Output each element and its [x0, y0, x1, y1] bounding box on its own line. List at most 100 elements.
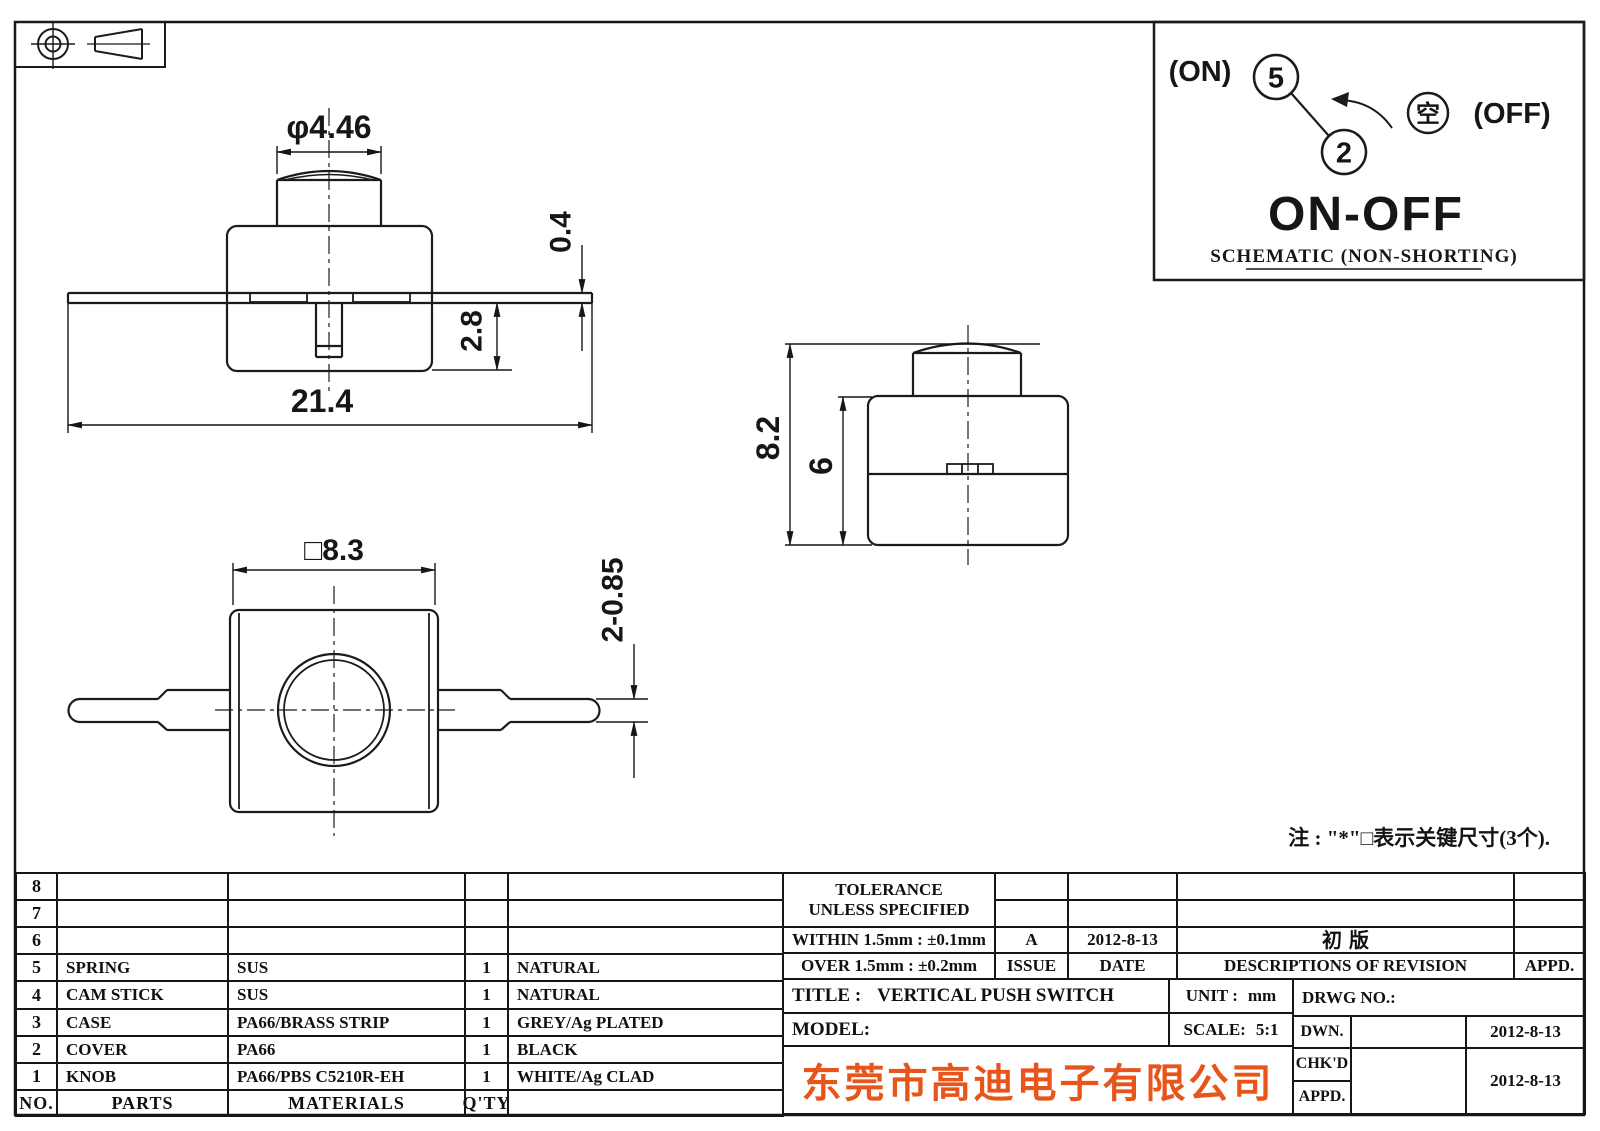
key-dimension-note: 注 : "*"□表示关键尺寸(3个).	[1288, 826, 1550, 850]
date-label: DATE	[1067, 952, 1178, 980]
table-cell	[994, 872, 1069, 901]
tolerance-line2: UNLESS SPECIFIED	[808, 900, 970, 919]
parts-header-no: NO.	[15, 1089, 58, 1117]
schematic-on-label: (ON)	[1169, 56, 1232, 88]
dwn-date: 2012-8-13	[1465, 1015, 1586, 1049]
dim-total-width: 21.4	[291, 383, 353, 419]
dwn-label: DWN.	[1292, 1015, 1352, 1049]
parts-header-materials: MATERIALS	[227, 1089, 466, 1117]
revision-date: 2012-8-13	[1067, 926, 1178, 954]
table-cell	[994, 899, 1069, 928]
table-cell	[56, 926, 229, 955]
revision-description: 初 版	[1176, 926, 1515, 954]
table-cell	[507, 926, 784, 955]
tolerance-line1: TOLERANCE	[835, 880, 943, 900]
company-name: 东莞市高迪电子有限公司	[782, 1045, 1294, 1115]
schematic-terminal-5: 5	[1268, 63, 1284, 95]
front-view	[66, 169, 594, 373]
drwg-no-cell: DRWG NO.:	[1292, 978, 1586, 1017]
dim-cam-depth: 2.8	[456, 310, 489, 352]
part-color-cell: WHITE/Ag CLAD	[507, 1062, 784, 1091]
schematic-function-label: ON-OFF	[1268, 188, 1464, 241]
issue-label: ISSUE	[994, 952, 1069, 980]
table-cell	[56, 872, 229, 901]
part-color-cell: NATURAL	[507, 980, 784, 1010]
part-color-cell: NATURAL	[507, 953, 784, 982]
part-qty-cell: 1	[464, 953, 509, 982]
dwn-signature	[1350, 1015, 1467, 1049]
table-cell: 5	[15, 953, 58, 982]
part-name-cell: COVER	[56, 1035, 229, 1064]
table-cell	[1513, 899, 1586, 928]
schematic-terminal-2: 2	[1336, 138, 1352, 170]
revision-label: DESCRIPTIONS OF REVISION	[1176, 952, 1515, 980]
part-name-cell: CASE	[56, 1008, 229, 1037]
scale-value: 5:1	[1255, 1019, 1279, 1039]
table-cell	[227, 899, 466, 928]
table-cell	[507, 872, 784, 901]
table-cell: 6	[15, 926, 58, 955]
dim-total-height: 8.2	[750, 416, 786, 460]
part-name-cell: CAM STICK	[56, 980, 229, 1010]
issue-value: A	[994, 926, 1069, 954]
table-cell	[227, 872, 466, 901]
dim-knob-diameter: φ4.46	[286, 109, 371, 145]
part-qty-cell: 1	[464, 1035, 509, 1064]
tolerance-cell: TOLERANCE UNLESS SPECIFIED	[782, 872, 996, 928]
table-cell	[1067, 899, 1178, 928]
sheet-border	[13, 20, 1586, 1117]
schematic-rotation-arrow-icon	[1331, 92, 1393, 129]
schematic-caption: SCHEMATIC (NON-SHORTING)	[1210, 246, 1517, 267]
part-material-cell: PA66	[227, 1035, 466, 1064]
schematic-empty-symbol: 空	[1416, 100, 1440, 128]
table-cell	[464, 926, 509, 955]
table-cell	[56, 899, 229, 928]
top-view-centerlines	[215, 586, 455, 836]
table-cell	[1067, 872, 1178, 901]
table-cell: 8	[15, 872, 58, 901]
projection-symbol-icon	[14, 21, 166, 69]
table-cell: 4	[15, 980, 58, 1010]
top-view-dimensions	[231, 563, 648, 778]
part-material-cell: PA66/PBS C5210R-EH	[227, 1062, 466, 1091]
appd2-label: APPD.	[1292, 1080, 1352, 1115]
table-cell: 3	[15, 1008, 58, 1037]
drawing-title: TITLE : VERTICAL PUSH SWITCH	[782, 978, 1170, 1014]
chkd-label: CHK'D	[1292, 1047, 1352, 1082]
side-view-dimensions	[785, 342, 1040, 547]
chkd-appd-date: 2012-8-13	[1465, 1047, 1586, 1115]
schematic-off-label: (OFF)	[1473, 98, 1550, 130]
scale-cell: SCALE: 5:1	[1168, 1012, 1294, 1047]
table-cell	[1176, 872, 1515, 901]
tolerance-within: WITHIN 1.5mm : ±0.1mm	[782, 926, 996, 954]
scale-label: SCALE:	[1183, 1019, 1246, 1039]
part-color-cell: GREY/Ag PLATED	[507, 1008, 784, 1037]
schematic-box	[1152, 20, 1586, 282]
part-qty-cell: 1	[464, 1062, 509, 1091]
table-cell	[227, 926, 466, 955]
tolerance-over: OVER 1.5mm : ±0.2mm	[782, 952, 996, 980]
front-view-dimensions	[66, 146, 594, 433]
parts-header-qty: Q'TY	[463, 1089, 510, 1117]
title-label: TITLE :	[792, 985, 862, 1007]
part-qty-cell: 1	[464, 980, 509, 1010]
dim-body-height: 6	[803, 457, 839, 475]
table-cell	[1513, 872, 1586, 901]
dim-body-square: □8.3	[304, 534, 364, 567]
table-cell	[464, 899, 509, 928]
dim-terminal-thickness: 0.4	[545, 211, 578, 253]
chkd-appd-signature	[1350, 1047, 1467, 1115]
parts-header-parts: PARTS	[56, 1089, 229, 1117]
part-name-cell: KNOB	[56, 1062, 229, 1091]
unit-label: UNIT :	[1185, 986, 1238, 1006]
table-cell	[507, 899, 784, 928]
unit-value: mm	[1247, 986, 1277, 1006]
model-cell: MODEL:	[782, 1012, 1170, 1047]
title-value: VERTICAL PUSH SWITCH	[877, 985, 1115, 1007]
table-cell: 1	[15, 1062, 58, 1091]
table-cell	[464, 872, 509, 901]
part-material-cell: SUS	[227, 980, 466, 1010]
table-cell: 2	[15, 1035, 58, 1064]
